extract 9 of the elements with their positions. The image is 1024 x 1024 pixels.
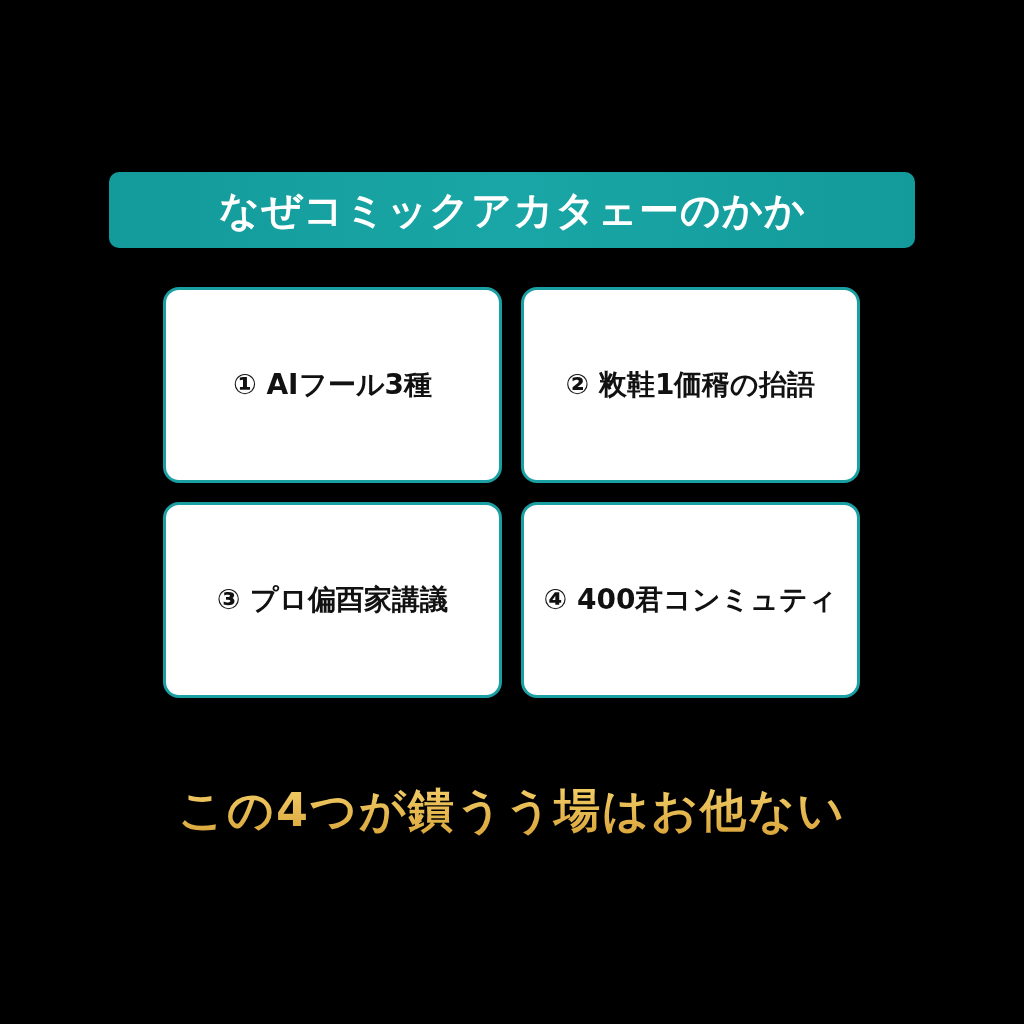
card-label: ① AIフール3種	[233, 367, 432, 403]
card-label: ③ プロ偏酉家講議	[216, 582, 449, 618]
feature-card	[521, 502, 860, 698]
feature-card	[521, 287, 860, 483]
card-label: ② 敉鞋1価稰の抬語	[565, 367, 816, 403]
feature-card	[163, 287, 502, 483]
feature-card	[163, 502, 502, 698]
card-label: ④ 400君コンミュティ	[543, 582, 838, 618]
title-banner: なぜコミックアカタェーのかか	[109, 172, 915, 248]
